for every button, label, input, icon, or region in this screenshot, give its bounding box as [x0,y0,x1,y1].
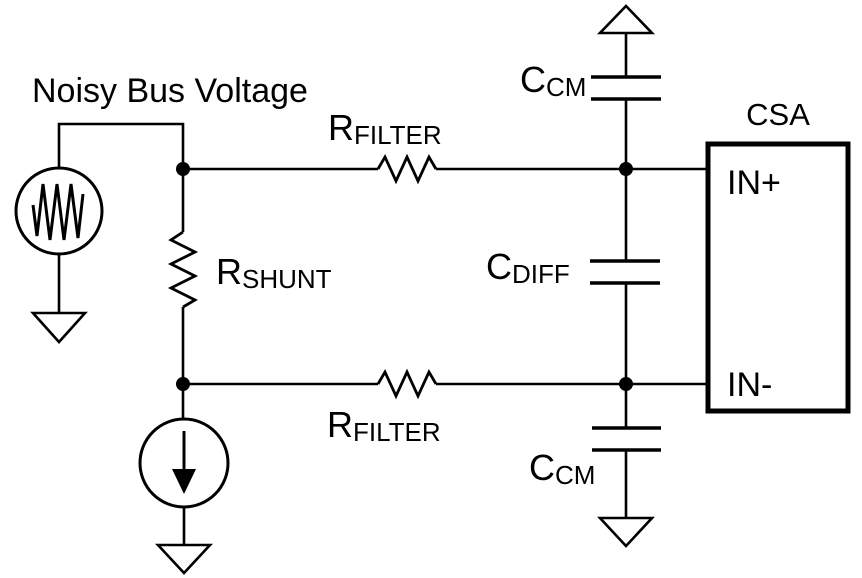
c-cm-bottom-label: CCM [529,447,595,490]
label-subscript: SHUNT [242,264,332,294]
source-ground-icon [30,311,88,344]
node-dot [176,162,190,176]
current-source-ground-icon [155,543,213,575]
label-subscript: FILTER [354,120,442,150]
label-main: C [529,447,555,488]
csa-box [705,141,851,414]
label-subscript: CM [555,460,595,490]
noisy-voltage-source [14,166,104,256]
c-diff-capacitor [590,259,660,285]
diagram-title: Noisy Bus Voltage [32,72,308,110]
label-subscript: DIFF [512,259,570,289]
node-dot [176,377,190,391]
csa-title: CSA [746,97,810,132]
r-filter-bottom-resistor [376,368,438,400]
r-filter-top-label: RFILTER [328,107,442,150]
r-filter-bottom-label: RFILTER [327,404,441,447]
c-diff-label: CDIFF [486,246,570,289]
label-main: R [327,404,353,445]
node-dot [619,377,633,391]
label-subscript: FILTER [353,417,441,447]
r-shunt-label: RSHUNT [216,251,332,294]
label-subscript: CM [546,72,586,102]
csa-pin-in-plus-label: IN+ [727,164,781,202]
current-arrow-icon [172,469,196,494]
c-cm-top-label: CCM [520,59,586,102]
c-cm-top-capacitor [591,75,661,101]
noise-waveform-icon [31,183,85,241]
c-cm-bottom-capacitor [592,426,661,452]
c-cm-top-ground-icon [596,4,656,35]
load-current-source [138,417,230,509]
label-main: C [486,246,512,287]
label-main: R [328,107,354,148]
node-dot [619,162,633,176]
csa-pin-in-minus-label: IN- [727,366,772,404]
r-shunt-resistor [167,230,199,309]
label-main: C [520,59,546,100]
r-filter-top-resistor [376,153,438,185]
wire-source-to-top-node [57,122,185,169]
label-main: R [216,251,242,292]
c-cm-bottom-ground-icon [597,516,655,548]
